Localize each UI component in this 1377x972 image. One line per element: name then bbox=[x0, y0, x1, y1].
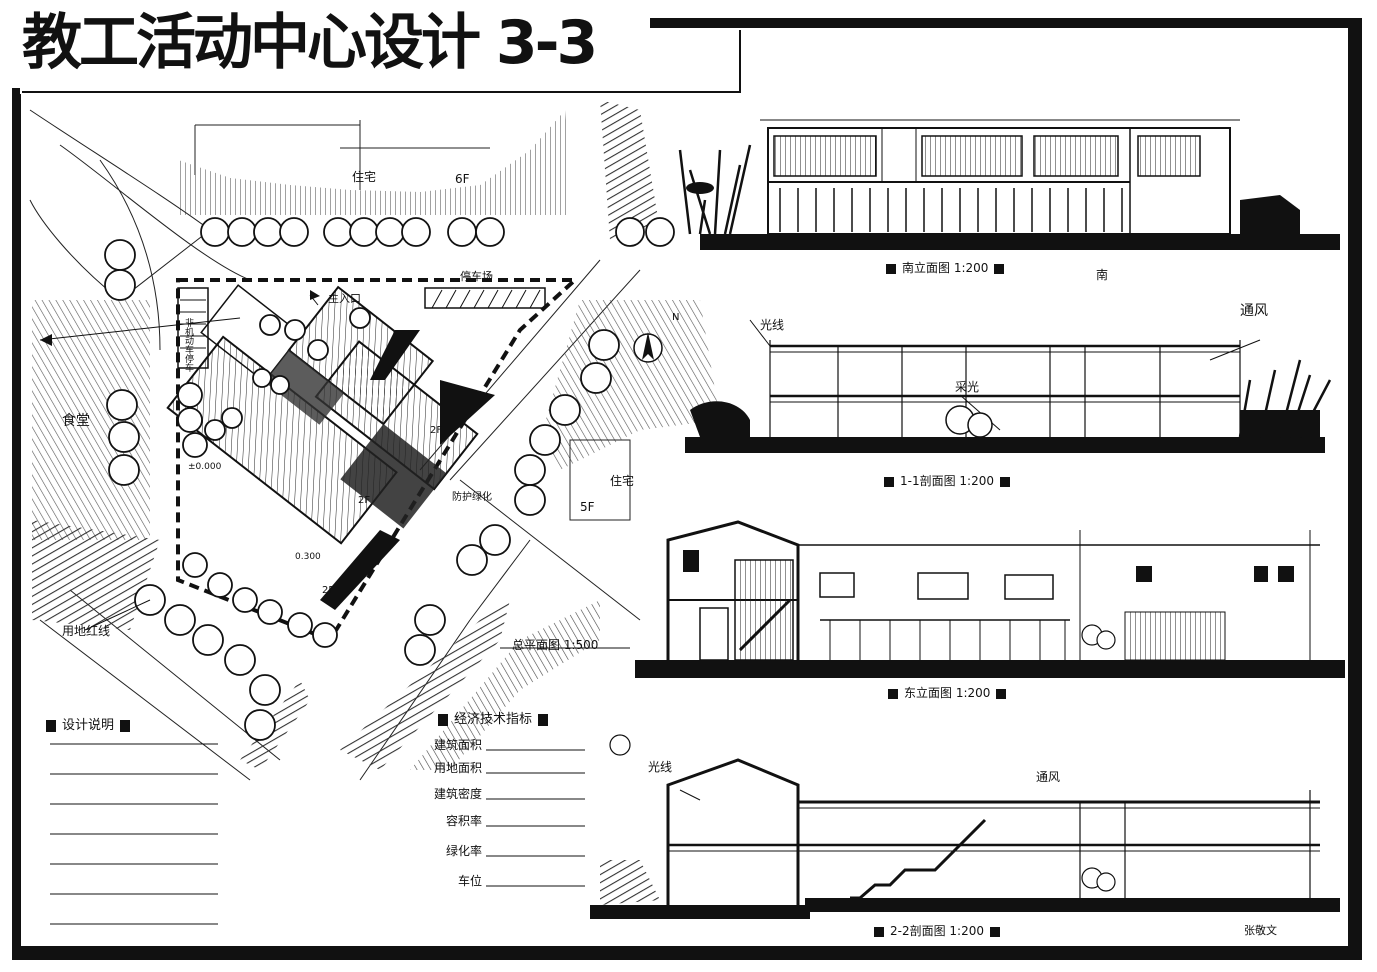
indicator-parking: 车位 bbox=[457, 874, 482, 888]
tech-indicator-lines bbox=[486, 749, 585, 887]
design-notes-title: 设计说明 bbox=[40, 714, 136, 733]
label-residential-right-floors: 5F bbox=[580, 500, 595, 514]
signature: 张敬文 bbox=[1244, 924, 1277, 937]
sheet-frame bbox=[12, 18, 1362, 960]
label-main-entry: 主入口 bbox=[328, 292, 361, 305]
indicator-site-area: 用地面积 bbox=[433, 761, 482, 775]
caption-marker bbox=[886, 263, 896, 274]
label-floors-2f-a: 2F bbox=[430, 425, 443, 436]
caption-south-elevation: 南立面图 1:200 bbox=[880, 259, 1010, 276]
caption-section-2: 2-2剖面图 1:200 bbox=[868, 922, 1006, 939]
south-mark: 南 bbox=[1096, 268, 1109, 282]
section-2-2 bbox=[590, 734, 1340, 919]
label-floors-2f-b: 2F bbox=[358, 495, 371, 506]
label-residential-right: 住宅 bbox=[610, 474, 635, 488]
note-lighting-1: 采光 bbox=[955, 380, 980, 394]
caption-marker bbox=[874, 926, 884, 937]
note-vent-1: 通风 bbox=[1240, 303, 1268, 319]
caption-marker bbox=[996, 688, 1007, 699]
site-plan bbox=[29, 100, 720, 781]
indicator-far: 容积率 bbox=[445, 814, 482, 828]
caption-east-elevation: 东立面图 1:200 bbox=[882, 684, 1012, 701]
caption-marker bbox=[884, 476, 894, 487]
label-residential-top-floors: 6F bbox=[455, 172, 470, 186]
south-elevation bbox=[678, 119, 1340, 250]
title-marker bbox=[120, 719, 131, 732]
note-light-1: 光线 bbox=[760, 318, 785, 332]
indicator-building-area: 建筑面积 bbox=[433, 738, 482, 752]
caption-site-plan: 总平面图 1:500 bbox=[512, 638, 599, 652]
caption-marker bbox=[990, 926, 1000, 937]
title-marker bbox=[438, 713, 448, 726]
east-elevation bbox=[635, 520, 1345, 678]
label-vertical-notes: 非机动车停车 bbox=[183, 318, 193, 372]
note-light-2: 光线 bbox=[648, 760, 673, 774]
caption-marker bbox=[994, 263, 1005, 274]
caption-section-1: 1-1剖面图 1:200 bbox=[878, 472, 1016, 489]
note-vent-2: 通风 bbox=[1036, 770, 1061, 784]
site-trees bbox=[104, 217, 675, 741]
label-site-boundary: 用地红线 bbox=[62, 624, 111, 638]
label-canteen: 食堂 bbox=[62, 413, 90, 429]
indicator-green-ratio: 绿化率 bbox=[445, 844, 482, 858]
title-marker bbox=[538, 713, 549, 726]
label-parking: 停车场 bbox=[460, 270, 493, 283]
design-notes-lines bbox=[50, 743, 218, 925]
label-residential-top: 住宅 bbox=[352, 170, 377, 184]
label-green-belt: 防护绿化 bbox=[452, 492, 492, 503]
section-1-1 bbox=[685, 319, 1332, 453]
title-marker bbox=[46, 719, 56, 732]
indicator-building-density: 建筑密度 bbox=[433, 787, 482, 801]
page-title: 教工活动中心设计 3-3 bbox=[22, 8, 598, 78]
caption-marker bbox=[1000, 476, 1010, 487]
caption-marker bbox=[888, 688, 898, 699]
label-floors-2f-c: 2F bbox=[322, 585, 335, 596]
label-elevation-0300: 0.300 bbox=[295, 552, 321, 562]
label-north: N bbox=[672, 312, 680, 323]
label-elevation-000: ±0.000 bbox=[188, 462, 222, 472]
tech-indicators-title: 经济技术指标 bbox=[432, 708, 554, 727]
